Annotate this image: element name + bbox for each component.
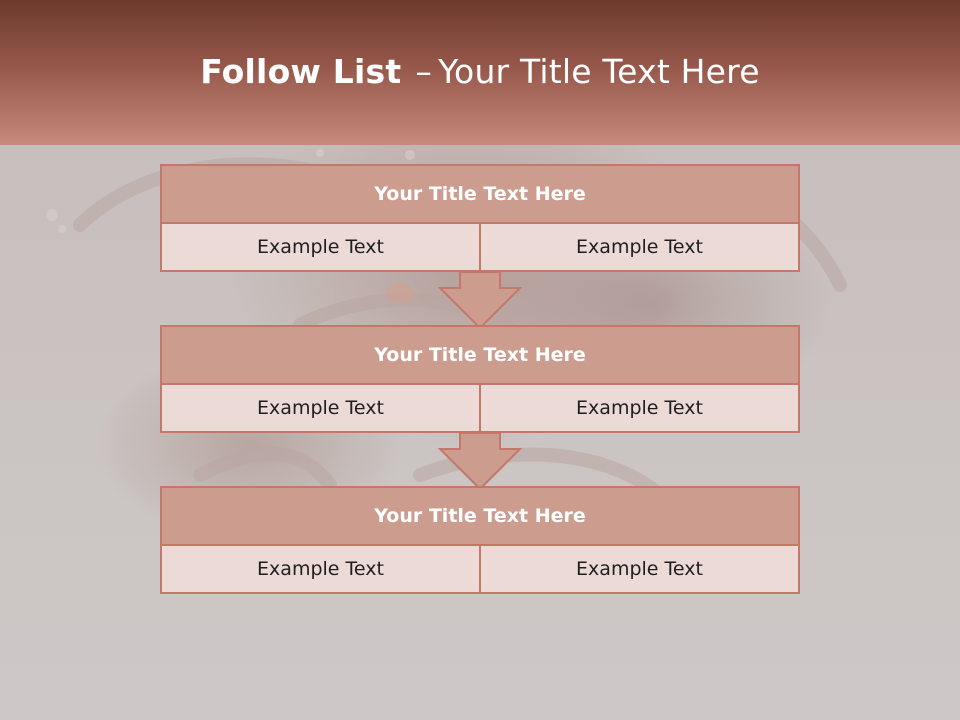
list-block-cell-left: Example Text bbox=[257, 236, 384, 258]
list-block-1: Your Title Text Here Example Text Exampl… bbox=[160, 164, 800, 272]
down-arrow-icon bbox=[438, 432, 522, 491]
list-block-row: Example Text Example Text bbox=[162, 224, 798, 270]
list-block-row: Example Text Example Text bbox=[162, 546, 798, 592]
list-block-row: Example Text Example Text bbox=[162, 385, 798, 431]
list-block-2: Your Title Text Here Example Text Exampl… bbox=[160, 325, 800, 433]
slide-header-band: Follow List–Your Title Text Here bbox=[0, 0, 960, 145]
list-block-cell-left: Example Text bbox=[257, 397, 384, 419]
list-block-cell-left: Example Text bbox=[257, 558, 384, 580]
list-block-title: Your Title Text Here bbox=[162, 488, 798, 546]
list-block-cell-right: Example Text bbox=[479, 385, 798, 431]
list-block-cell-right: Example Text bbox=[479, 546, 798, 592]
list-block-cell-right: Example Text bbox=[479, 224, 798, 270]
list-block-title: Your Title Text Here bbox=[162, 166, 798, 224]
slide-title: Follow List–Your Title Text Here bbox=[0, 52, 960, 91]
slide-title-separator: – bbox=[415, 52, 433, 91]
down-arrow-icon bbox=[438, 271, 522, 330]
slide-title-bold: Follow List bbox=[200, 52, 402, 91]
list-block-title: Your Title Text Here bbox=[162, 327, 798, 385]
slide-title-rest: Your Title Text Here bbox=[438, 52, 760, 91]
list-block-3: Your Title Text Here Example Text Exampl… bbox=[160, 486, 800, 594]
